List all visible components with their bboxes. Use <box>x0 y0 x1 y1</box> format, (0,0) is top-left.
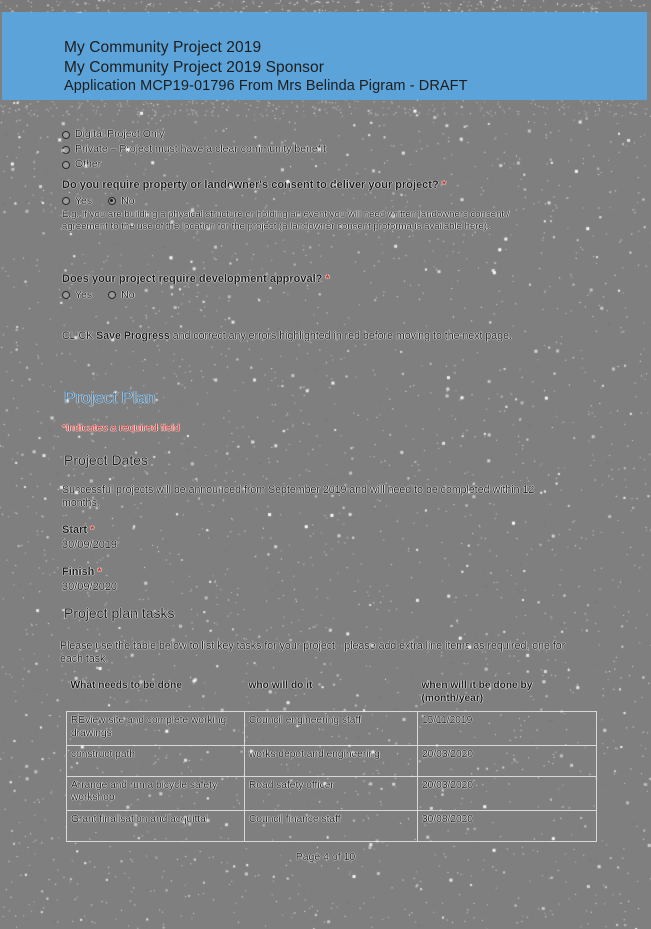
table-row: construct path works depot and engineeri… <box>66 745 597 777</box>
radio-icon-yes[interactable] <box>62 291 70 299</box>
program-subtitle: My Community Project 2019 Sponsor <box>64 58 325 76</box>
required-star-icon: * <box>441 179 446 191</box>
finish-date-field: Finish* 30/09/2020 <box>62 566 117 594</box>
project-plan-heading: Project Plan <box>64 388 156 407</box>
finish-date-value[interactable]: 30/09/2020 <box>62 581 118 593</box>
project-type-option-label: Other <box>75 158 102 170</box>
required-field-note-text: indicates a required field <box>66 422 180 434</box>
start-date-label: Start <box>62 524 88 536</box>
landowner-consent-question: Do you require property or landowner's c… <box>62 178 554 192</box>
landowner-consent-field: Do you require property or landowner's c… <box>62 178 554 232</box>
start-date-label-wrap: Start* <box>62 524 117 537</box>
tasks-column-header-what: What needs to be done <box>70 680 183 691</box>
project-type-option[interactable]: Other <box>62 158 326 171</box>
save-progress-button-name: Save Progress <box>96 330 170 342</box>
start-date-field: Start* 30/09/2019 <box>62 524 117 552</box>
development-approval-question: Does your project require development ap… <box>62 272 330 286</box>
project-plan-tasks-heading: Project plan tasks <box>64 605 175 621</box>
task-when-cell[interactable]: 20/03/2020 <box>417 745 597 777</box>
required-star-icon: * <box>325 273 330 285</box>
finish-date-label-wrap: Finish* <box>62 566 117 579</box>
landowner-consent-no-label: No <box>121 195 135 207</box>
tasks-table-header-row: What needs to be done who will do it whe… <box>67 680 597 712</box>
save-instruction-suffix: and correct any errors highlighted in re… <box>169 330 512 342</box>
project-type-option[interactable]: Digital Project Only <box>62 128 326 141</box>
development-approval-yes-label: Yes <box>75 289 93 301</box>
application-reference: Application MCP19-01796 From Mrs Belinda… <box>64 78 468 94</box>
task-what-cell[interactable]: REview site and complete working drawing… <box>66 711 245 746</box>
program-title: My Community Project 2019 <box>64 39 262 56</box>
tasks-column-header-who: who will do it <box>248 680 313 691</box>
development-approval-field: Does your project require development ap… <box>62 272 330 301</box>
project-type-option-label: Digital Project Only <box>75 128 165 140</box>
tasks-column-header-when: when will it be done by (month/year) <box>421 680 533 704</box>
table-row: Grant finalisation and acquittal Council… <box>66 809 597 842</box>
task-who-cell[interactable]: Road safety officer <box>244 776 418 811</box>
project-plan-tasks-table: What needs to be done who will do it whe… <box>66 680 597 842</box>
radio-icon-no[interactable] <box>108 197 117 205</box>
radio-icon[interactable] <box>62 130 70 139</box>
development-approval-question-text: Does your project require development ap… <box>62 273 323 285</box>
landowner-consent-question-text: Do you require property or landowner's c… <box>62 179 439 191</box>
task-what-cell[interactable]: Arrange and run a bicycle safety worksho… <box>66 776 245 811</box>
task-what-cell[interactable]: construct path <box>66 745 245 777</box>
radio-icon[interactable] <box>62 160 70 169</box>
project-type-option-label: Private – Project must have a clear comm… <box>75 143 326 155</box>
save-instruction-prefix: CLICK <box>62 330 97 342</box>
project-dates-intro: Successful projects will be announced fr… <box>62 484 535 510</box>
required-field-note: *indicates a required field <box>62 422 180 435</box>
tasks-table-body: REview site and complete working drawing… <box>66 711 597 842</box>
page-number-footer: Page 4 of 10 <box>295 851 356 863</box>
tasks-table-head: What needs to be done who will do it whe… <box>67 680 597 712</box>
table-row: REview site and complete working drawing… <box>66 711 597 746</box>
radio-icon-yes[interactable] <box>62 197 70 205</box>
required-star-icon: * <box>97 566 102 578</box>
task-what-cell[interactable]: Grant finalisation and acquittal <box>66 809 245 842</box>
task-when-cell[interactable]: 30/08/2020 <box>417 809 597 842</box>
save-progress-instruction: CLICK Save Progress and correct any erro… <box>62 330 562 343</box>
development-approval-options: Yes No <box>62 289 330 301</box>
table-row: Arrange and run a bicycle safety worksho… <box>66 776 597 811</box>
project-plan-tasks-intro: Please use the table below to list key t… <box>60 640 566 666</box>
finish-date-label: Finish <box>62 566 95 578</box>
project-type-options: Digital Project Only Private – Project m… <box>62 128 326 173</box>
task-who-cell[interactable]: Council engineering staff <box>244 711 418 746</box>
radio-icon-no[interactable] <box>108 291 117 299</box>
landowner-consent-options: Yes No <box>62 195 554 207</box>
start-date-value[interactable]: 30/09/2019 <box>62 539 118 551</box>
task-who-cell[interactable]: Council finance staff <box>244 809 418 842</box>
landowner-consent-yes-label: Yes <box>75 195 93 207</box>
project-dates-heading: Project Dates <box>64 452 149 468</box>
task-when-cell[interactable]: 20/03/2020 <box>417 776 597 811</box>
development-approval-no-label: No <box>121 289 135 301</box>
task-when-cell[interactable]: 15/11/2019 <box>417 711 597 746</box>
required-star-icon: * <box>90 524 95 536</box>
landowner-consent-help-text: E.g. If you are building a physical stru… <box>62 209 510 232</box>
application-header-banner: My Community Project 2019 My Community P… <box>2 12 647 100</box>
project-type-option[interactable]: Private – Project must have a clear comm… <box>62 143 326 156</box>
task-who-cell[interactable]: works depot and engineering <box>244 745 418 777</box>
radio-icon[interactable] <box>62 145 70 154</box>
